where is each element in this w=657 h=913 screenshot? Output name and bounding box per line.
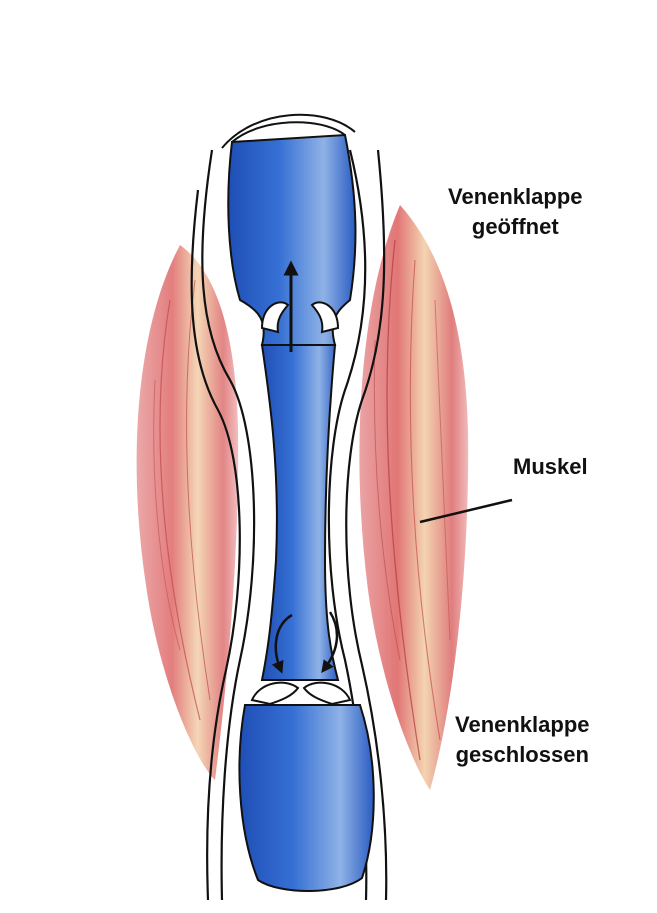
right-muscle — [359, 205, 468, 790]
label-valve-closed-line2: geschlossen — [455, 740, 590, 770]
vein-upper — [222, 115, 355, 345]
label-valve-open: Venenklappe geöffnet — [448, 182, 583, 242]
label-valve-closed-line1: Venenklappe — [455, 710, 590, 740]
label-valve-open-line2: geöffnet — [448, 212, 583, 242]
label-muscle-text: Muskel — [513, 452, 588, 482]
label-valve-open-line1: Venenklappe — [448, 182, 583, 212]
label-valve-closed: Venenklappe geschlossen — [455, 710, 590, 770]
vein-lower — [239, 705, 373, 891]
vein-middle — [262, 345, 338, 680]
label-muscle: Muskel — [513, 452, 588, 482]
valve-closed-cusps — [252, 683, 350, 704]
left-muscle — [137, 245, 239, 780]
